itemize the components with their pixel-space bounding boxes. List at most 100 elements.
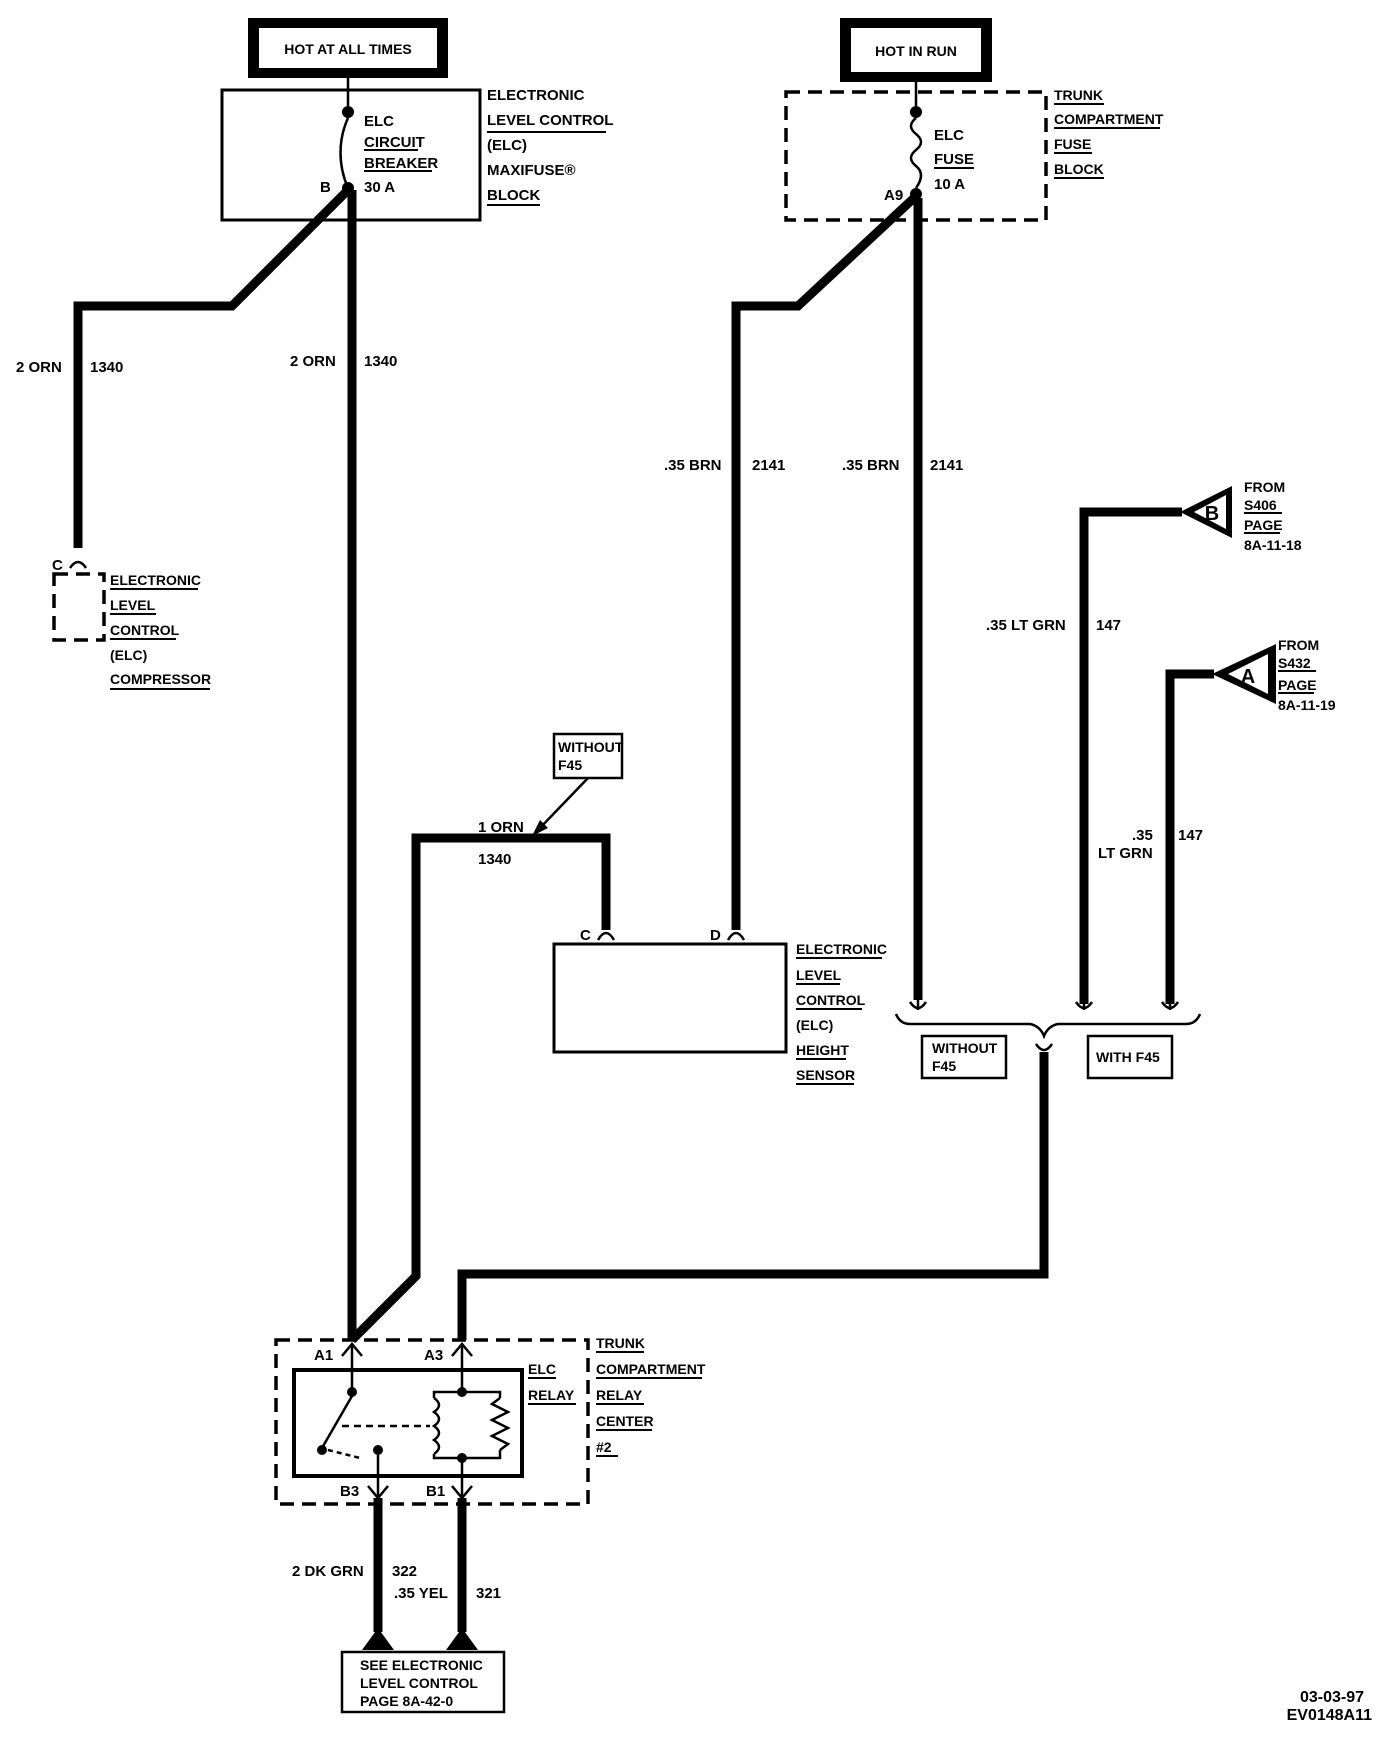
maxifuse-name-4: MAXIFUSE®: [487, 162, 576, 179]
relay-center-name-2: COMPARTMENT: [596, 1361, 706, 1377]
maxifuse-name-3: (ELC): [487, 137, 527, 154]
elc-height-sensor: C D ELECTRONIC LEVEL CONTROL (ELC) HEIGH…: [552, 927, 887, 1085]
reference-line-3: PAGE 8A-42-0: [360, 1693, 453, 1709]
relay-terminal-b3: B3: [340, 1483, 359, 1500]
wire-sensor-feed-d: [731, 194, 918, 930]
compressor-feed-gauge: 2 ORN: [16, 359, 62, 376]
relay-feed-gauge: 2 ORN: [290, 353, 336, 370]
splice-b-line-2: S406: [1244, 497, 1277, 513]
splice-a-line-1: FROM: [1278, 637, 1319, 653]
sensor-name-1: ELECTRONIC: [796, 941, 887, 957]
sensor-name-2: LEVEL: [796, 967, 842, 983]
fuse-block-name-1: TRUNK: [1054, 87, 1103, 103]
sensor-c-gauge: 1 ORN: [478, 819, 524, 836]
relay-terminal-a1: A1: [314, 1347, 333, 1364]
option-select-bracket: WITHOUT F45 WITH F45: [894, 1000, 1202, 1080]
fuse-block-name-4: BLOCK: [1054, 161, 1104, 177]
reference-box: SEE ELECTRONIC LEVEL CONTROL PAGE 8A-42-…: [340, 1650, 506, 1714]
maxifuse-name-1: ELECTRONIC: [487, 87, 585, 104]
splice-b-line-3: PAGE: [1244, 517, 1283, 533]
breaker-line-3: BREAKER: [364, 155, 438, 172]
without-f45-line-2: F45: [932, 1058, 956, 1074]
trunk-fuse-block: ELC FUSE 10 A A9 TRUNK COMPARTMENT FUSE …: [784, 82, 1164, 222]
option-note-line-2: F45: [558, 757, 582, 773]
elc-compressor: C ELECTRONIC LEVEL CONTROL (ELC) COMPRES…: [52, 557, 211, 690]
relay-b1-circuit: 321: [476, 1585, 501, 1602]
splice-a-line-4: 8A-11-19: [1278, 697, 1336, 713]
from-a-gauge-top: .35: [1132, 827, 1153, 844]
fuse-block-name-3: FUSE: [1054, 136, 1091, 152]
relay-terminal-b1: B1: [426, 1483, 445, 1500]
relay-name-2: RELAY: [528, 1387, 575, 1403]
sensor-name-3: CONTROL: [796, 992, 866, 1008]
hot-in-run-text: HOT IN RUN: [875, 43, 957, 59]
relay-feed-circuit: 1340: [364, 353, 397, 370]
compressor-name-5: COMPRESSOR: [110, 671, 211, 687]
relay-center-name-4: CENTER: [596, 1413, 654, 1429]
from-b-gauge: .35 LT GRN: [986, 617, 1066, 634]
splice-b-line-4: 8A-11-18: [1244, 537, 1302, 553]
without-f45-line-1: WITHOUT: [932, 1040, 998, 1056]
splice-b-connector: B FROM S406 PAGE 8A-11-18: [1079, 479, 1302, 1004]
splice-a-connector: A FROM S432 PAGE 8A-11-19: [1165, 637, 1336, 1004]
sensor-feed-gauge: .35 BRN: [664, 457, 722, 474]
compressor-name-3: CONTROL: [110, 622, 180, 638]
splice-b-line-1: FROM: [1244, 479, 1285, 495]
sensor-name-5: HEIGHT: [796, 1042, 849, 1058]
hot-at-all-times-text: HOT AT ALL TIMES: [284, 41, 412, 57]
option-note-line-1: WITHOUT: [558, 739, 624, 755]
fuse-line-1: ELC: [934, 127, 964, 144]
option-note-without-f45: WITHOUT F45: [532, 732, 624, 836]
relay-terminal-a3: A3: [424, 1347, 443, 1364]
hot-in-run-label-box: HOT IN RUN: [840, 18, 992, 82]
compressor-name-2: LEVEL: [110, 597, 156, 613]
relay-b1-gauge: .35 YEL: [394, 1585, 448, 1602]
from-a-gauge-bottom: LT GRN: [1098, 845, 1153, 862]
reference-line-2: LEVEL CONTROL: [360, 1675, 478, 1691]
with-f45-text: WITH F45: [1096, 1049, 1160, 1065]
sensor-terminal-d: D: [710, 927, 721, 944]
from-a-circuit: 147: [1178, 827, 1203, 844]
wire-sensor-c: [348, 833, 611, 1344]
footer-code: EV0148A11: [1287, 1707, 1373, 1724]
splice-b-letter: B: [1205, 503, 1219, 525]
splice-a-letter: A: [1241, 666, 1255, 688]
fuse-line-3: 10 A: [934, 176, 965, 193]
fuse-block-name-2: COMPARTMENT: [1054, 111, 1164, 127]
fuse-line-2: FUSE: [934, 151, 974, 168]
fuse-relay-gauge: .35 BRN: [842, 457, 900, 474]
sensor-feed-circuit: 2141: [752, 457, 785, 474]
wire-end-b3: [362, 1628, 394, 1650]
wire-option-to-relay-a3: [457, 1052, 1049, 1340]
sensor-terminal-c: C: [580, 927, 591, 944]
splice-a-line-2: S432: [1278, 655, 1311, 671]
sensor-name-4: (ELC): [796, 1017, 833, 1033]
compressor-name-4: (ELC): [110, 647, 147, 663]
splice-a-line-3: PAGE: [1278, 677, 1317, 693]
relay-b3-gauge: 2 DK GRN: [292, 1563, 364, 1580]
sensor-name-6: SENSOR: [796, 1067, 855, 1083]
wire-compressor-feed: [73, 186, 352, 548]
relay-center-name-5: #2: [596, 1439, 612, 1455]
breaker-line-1: ELC: [364, 113, 394, 130]
hot-at-all-times-label-box: HOT AT ALL TIMES: [248, 18, 448, 78]
reference-line-1: SEE ELECTRONIC: [360, 1657, 483, 1673]
compressor-terminal-c: C: [52, 557, 63, 574]
fuse-terminal-a9: A9: [884, 187, 903, 204]
relay-center-name-1: TRUNK: [596, 1335, 645, 1351]
breaker-line-2: CIRCUIT: [364, 134, 425, 151]
compressor-name-1: ELECTRONIC: [110, 572, 201, 588]
fuse-relay-circuit: 2141: [930, 457, 963, 474]
trunk-relay-center: A1 A3 B3 B1 ELC RELAY TRUNK: [274, 1335, 706, 1506]
relay-b3-circuit: 322: [392, 1563, 417, 1580]
wire-end-b1: [446, 1628, 478, 1650]
maxifuse-block: ELC CIRCUIT BREAKER 30 A B ELECTRONIC LE…: [220, 78, 613, 222]
maxifuse-name-2: LEVEL CONTROL: [487, 112, 613, 129]
breaker-rating: 30 A: [364, 179, 395, 196]
from-b-circuit: 147: [1096, 617, 1121, 634]
relay-center-name-3: RELAY: [596, 1387, 643, 1403]
relay-name-1: ELC: [528, 1361, 556, 1377]
compressor-feed-circuit: 1340: [90, 359, 123, 376]
maxifuse-terminal-b: B: [320, 179, 331, 196]
